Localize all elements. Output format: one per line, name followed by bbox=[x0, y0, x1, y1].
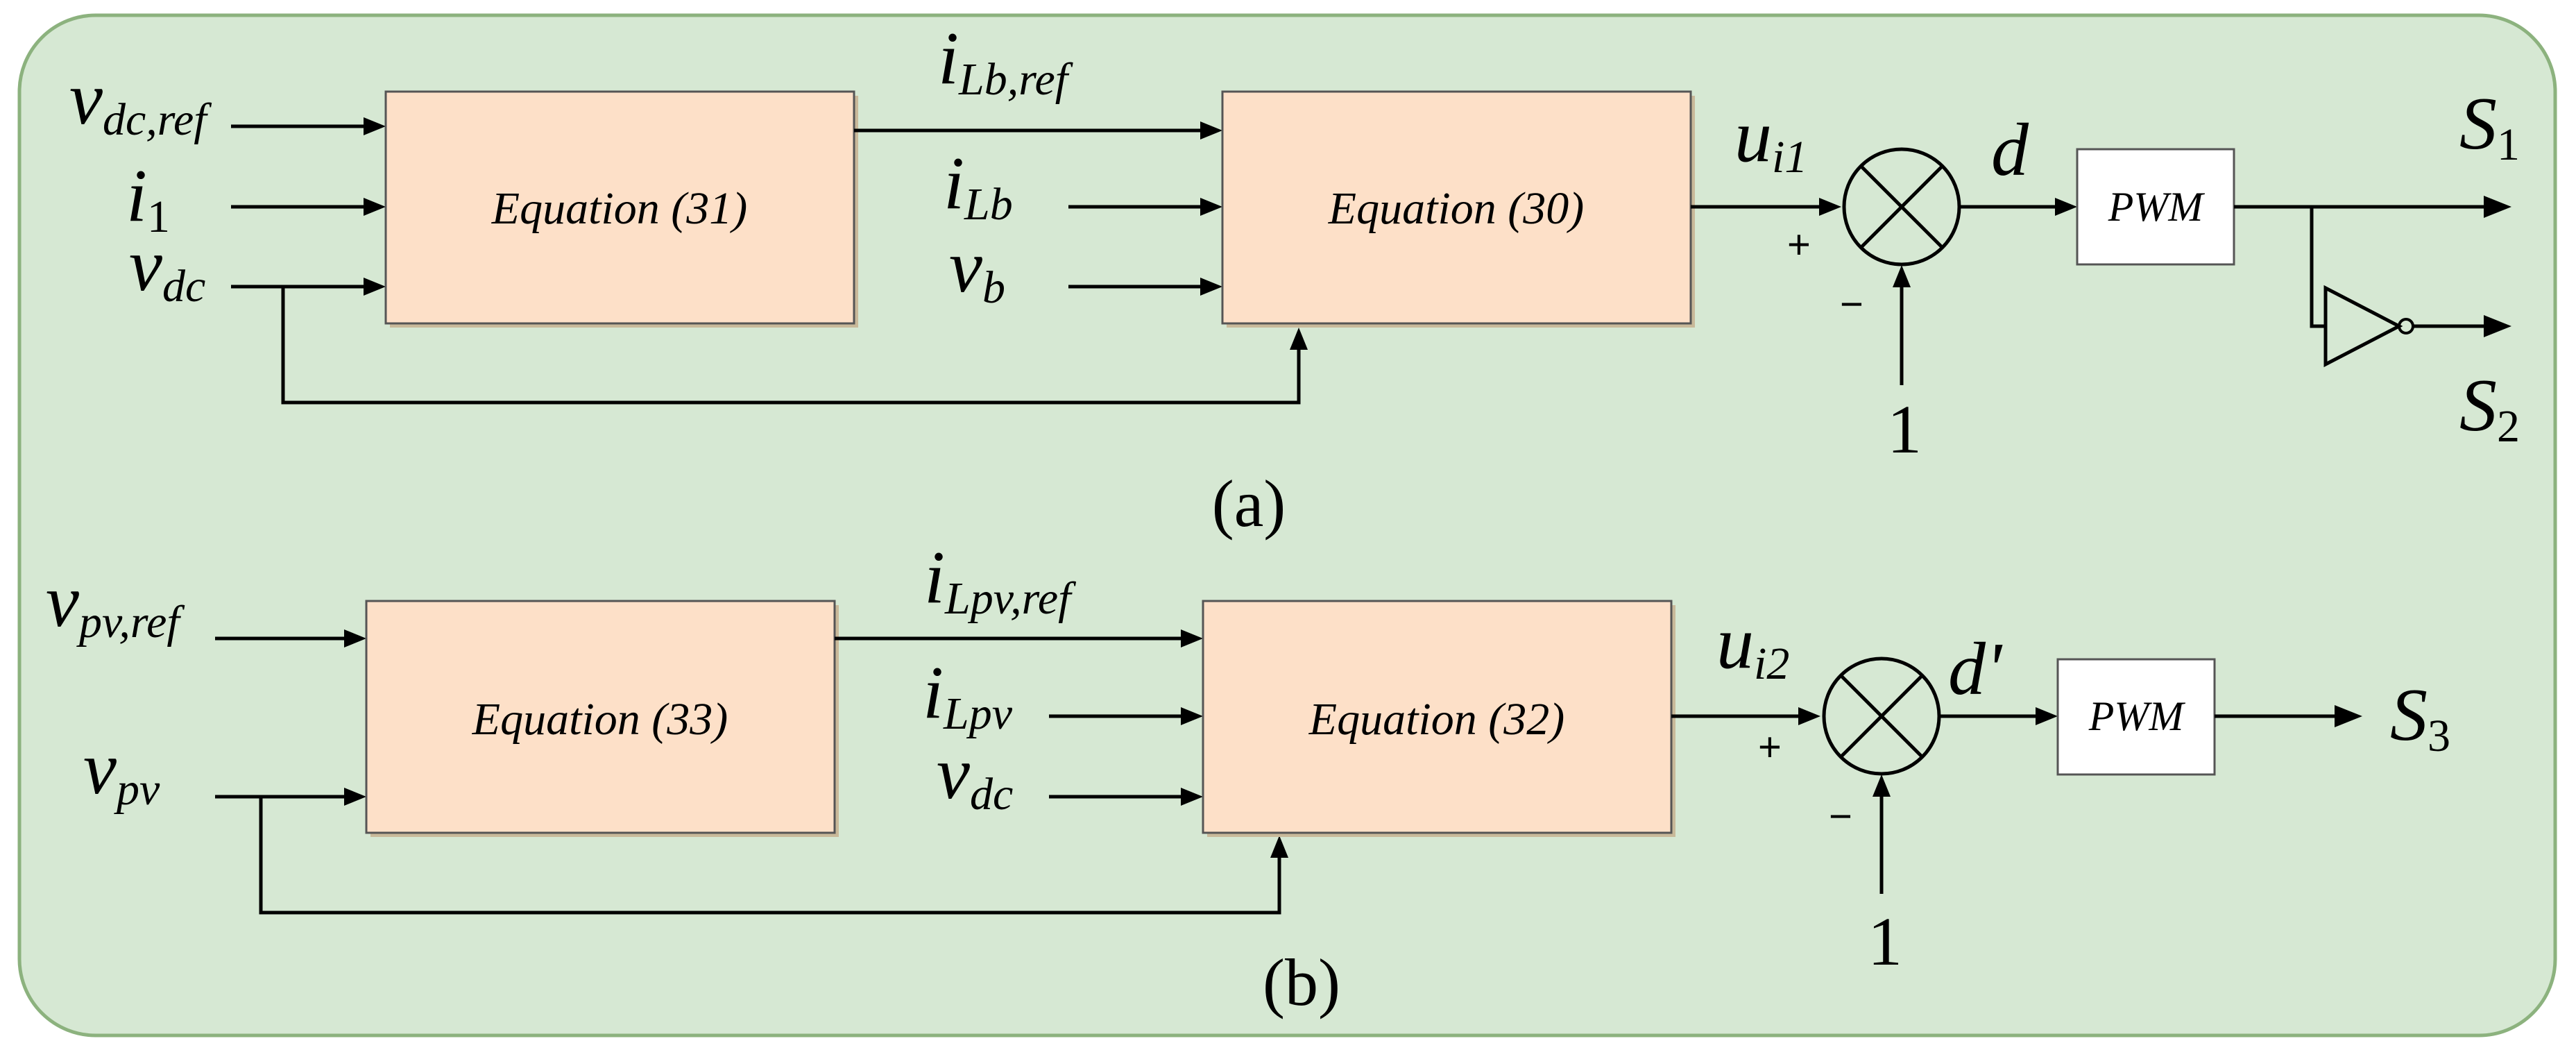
arrowhead bbox=[1798, 707, 1820, 725]
arrowhead bbox=[1181, 788, 1203, 806]
label-d: d bbox=[1991, 109, 2029, 192]
label-iLb: iLb bbox=[944, 142, 1013, 230]
arrowhead bbox=[2335, 705, 2362, 727]
label-iLb-ref: iLb,ref bbox=[938, 17, 1073, 105]
minus-sign: − bbox=[1840, 282, 1863, 327]
label-vb: vb bbox=[949, 226, 1005, 313]
pwm-label-b: PWM bbox=[2088, 693, 2186, 739]
arrowhead bbox=[364, 198, 386, 216]
label-s3: S3 bbox=[2390, 674, 2450, 761]
constant-one: 1 bbox=[1887, 391, 1922, 468]
arrowhead bbox=[2484, 196, 2511, 218]
arrowhead bbox=[1181, 707, 1203, 725]
arrowhead bbox=[344, 788, 366, 806]
arrowhead bbox=[364, 117, 386, 135]
equation-32-label: Equation (32) bbox=[1308, 694, 1564, 745]
equation-32-block bbox=[1202, 600, 1673, 834]
caption-b: (b) bbox=[1263, 945, 1340, 1019]
label-iLpv-ref: iLpv,ref bbox=[924, 536, 1076, 624]
label-ui1: ui1 bbox=[1734, 95, 1807, 183]
label-ui2: ui2 bbox=[1716, 602, 1789, 689]
input-label-vpv-ref: vpv,ref bbox=[46, 560, 185, 647]
arrowhead bbox=[344, 629, 366, 647]
arrowhead bbox=[2055, 198, 2077, 216]
label-s1: S1 bbox=[2459, 83, 2520, 170]
arrowhead bbox=[1200, 121, 1222, 139]
part-b: vpv,ref vpv Equation (33) iLpv,ref iLpv … bbox=[46, 536, 2450, 1019]
equation-33-block bbox=[365, 600, 836, 834]
arrowhead bbox=[1893, 265, 1911, 287]
arrowhead bbox=[1200, 278, 1222, 296]
part-a: vdc,ref i1 vdc Equation (31) iLb,ref iLb bbox=[69, 17, 2520, 541]
label-vdc-b: vdc bbox=[937, 732, 1013, 820]
arrowhead bbox=[1873, 774, 1891, 797]
arrowhead bbox=[1290, 328, 1308, 350]
plus-sign: + bbox=[1787, 222, 1811, 267]
arrowhead bbox=[1200, 198, 1222, 216]
label-d-prime: d' bbox=[1948, 628, 2003, 711]
arrowhead bbox=[1270, 836, 1288, 858]
equation-31-label: Equation (31) bbox=[491, 183, 747, 234]
arrowhead bbox=[1181, 629, 1203, 647]
input-label-vdc: vdc bbox=[129, 224, 205, 312]
constant-one-b: 1 bbox=[1868, 903, 1902, 980]
equation-33-label: Equation (33) bbox=[472, 694, 728, 745]
equation-30-label: Equation (30) bbox=[1328, 183, 1584, 234]
input-label-vpv: vpv bbox=[83, 727, 160, 815]
input-label-vdc-ref: vdc,ref bbox=[69, 58, 212, 145]
caption-a: (a) bbox=[1212, 466, 1286, 541]
minus-sign-b: − bbox=[1829, 794, 1852, 839]
equation-30-block bbox=[1221, 90, 1692, 325]
pwm-block-b bbox=[2056, 658, 2216, 776]
label-s2: S2 bbox=[2459, 364, 2520, 452]
arrowhead bbox=[2484, 315, 2511, 337]
input-label-i1: i1 bbox=[126, 155, 170, 242]
equation-31-block bbox=[384, 90, 855, 325]
arrowhead bbox=[364, 278, 386, 296]
arrowhead bbox=[2036, 707, 2058, 725]
label-iLpv: iLpv bbox=[923, 652, 1013, 739]
arrowhead bbox=[1819, 198, 1841, 216]
plus-sign-b: + bbox=[1758, 725, 1782, 770]
pwm-label: PWM bbox=[2108, 184, 2206, 230]
